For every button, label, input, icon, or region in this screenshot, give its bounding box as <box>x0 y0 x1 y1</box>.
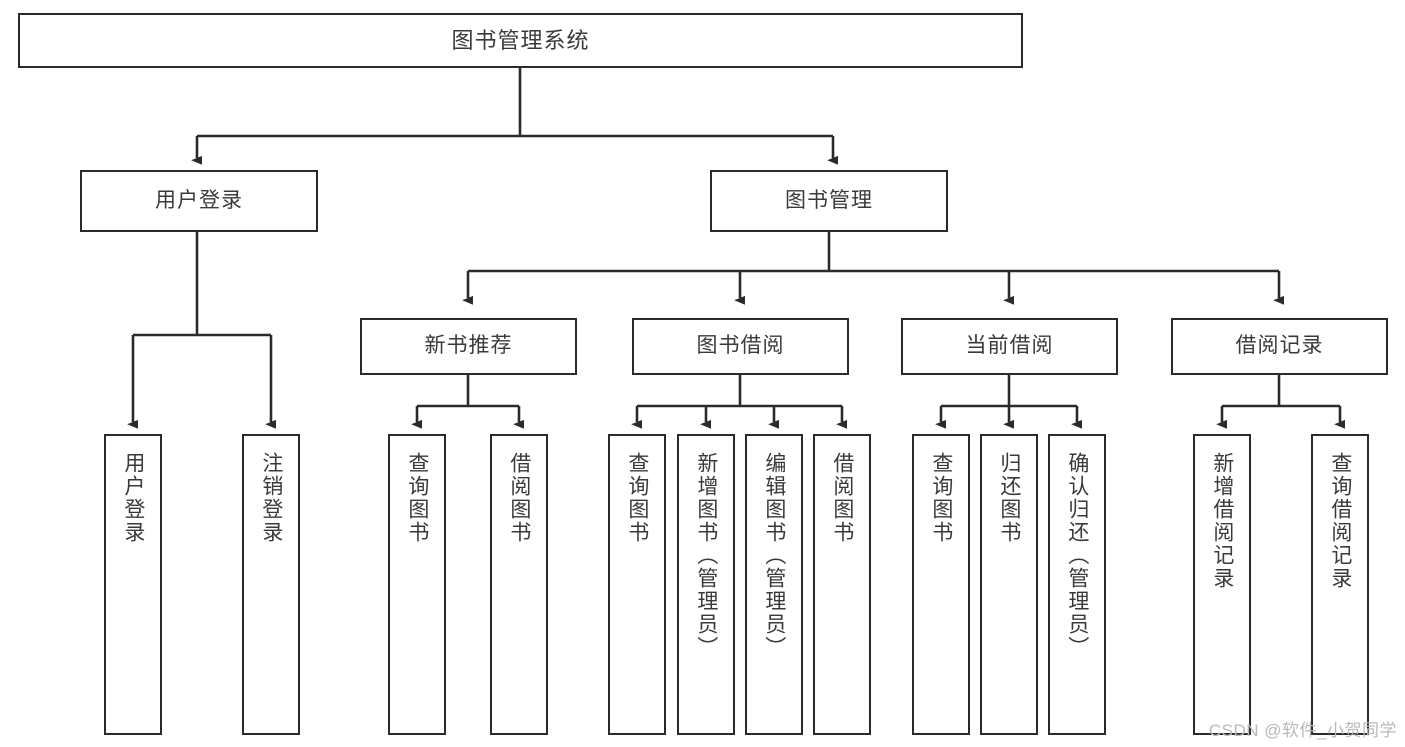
node-book-manage[interactable]: 图书管理 <box>710 170 948 232</box>
node-new-book-recommend-label: 新书推荐 <box>424 334 513 358</box>
node-leaf-borrow-book-b-label: 借阅图书 <box>830 452 854 544</box>
node-root[interactable]: 图书管理系统 <box>18 13 1023 68</box>
node-leaf-add-book-admin[interactable]: 新增图书（管理员） <box>677 434 735 735</box>
node-leaf-borrow-book-a-label: 借阅图书 <box>507 452 531 544</box>
node-leaf-confirm-return-admin-label: 确认归还（管理员） <box>1065 452 1089 659</box>
node-book-borrow[interactable]: 图书借阅 <box>632 318 849 375</box>
node-book-manage-label: 图书管理 <box>785 188 873 212</box>
node-leaf-add-borrow-record-label: 新增借阅记录 <box>1210 452 1234 590</box>
node-borrow-record-label: 借阅记录 <box>1235 334 1324 358</box>
node-current-borrow-label: 当前借阅 <box>965 334 1054 358</box>
node-leaf-edit-book-admin[interactable]: 编辑图书（管理员） <box>745 434 803 735</box>
node-leaf-logout-label: 注销登录 <box>259 452 283 544</box>
node-root-label: 图书管理系统 <box>451 27 590 53</box>
node-leaf-user-login[interactable]: 用户登录 <box>104 434 162 735</box>
node-user-login-label: 用户登录 <box>155 188 243 212</box>
node-leaf-query-book-b-label: 查询图书 <box>625 452 649 544</box>
node-leaf-user-login-label: 用户登录 <box>121 452 145 544</box>
node-leaf-add-book-admin-label: 新增图书（管理员） <box>694 452 718 659</box>
csdn-watermark: CSDN @软件_小贺同学 <box>1208 721 1397 740</box>
node-new-book-recommend[interactable]: 新书推荐 <box>360 318 577 375</box>
node-leaf-query-book-a-label: 查询图书 <box>405 452 429 544</box>
node-current-borrow[interactable]: 当前借阅 <box>901 318 1118 375</box>
node-leaf-return-book-label: 归还图书 <box>997 452 1021 544</box>
node-leaf-add-borrow-record[interactable]: 新增借阅记录 <box>1193 434 1251 735</box>
node-leaf-borrow-book-a[interactable]: 借阅图书 <box>490 434 548 735</box>
node-user-login[interactable]: 用户登录 <box>80 170 318 232</box>
node-leaf-confirm-return-admin[interactable]: 确认归还（管理员） <box>1048 434 1106 735</box>
node-leaf-borrow-book-b[interactable]: 借阅图书 <box>813 434 871 735</box>
node-leaf-logout[interactable]: 注销登录 <box>242 434 300 735</box>
node-leaf-query-book-c-label: 查询图书 <box>929 452 953 544</box>
node-leaf-query-book-a[interactable]: 查询图书 <box>388 434 446 735</box>
node-leaf-query-borrow-record-label: 查询借阅记录 <box>1328 452 1352 590</box>
node-leaf-edit-book-admin-label: 编辑图书（管理员） <box>762 452 786 659</box>
node-borrow-record[interactable]: 借阅记录 <box>1171 318 1388 375</box>
node-leaf-return-book[interactable]: 归还图书 <box>980 434 1038 735</box>
node-leaf-query-borrow-record[interactable]: 查询借阅记录 <box>1311 434 1369 735</box>
node-book-borrow-label: 图书借阅 <box>696 334 785 358</box>
node-leaf-query-book-c[interactable]: 查询图书 <box>912 434 970 735</box>
node-leaf-query-book-b[interactable]: 查询图书 <box>608 434 666 735</box>
